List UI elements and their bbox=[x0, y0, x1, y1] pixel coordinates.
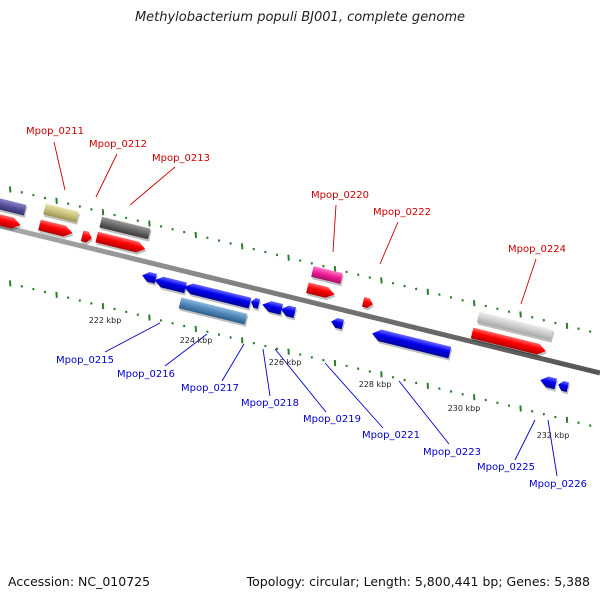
feature-mpop-0217-cds bbox=[183, 283, 253, 311]
feature-mpop-0211-upper bbox=[43, 203, 80, 225]
reverse-gene-label: Mpop_0215 bbox=[56, 355, 114, 366]
feature-mpop-0223-cds bbox=[372, 329, 453, 361]
scale-label: 228 kbp bbox=[359, 380, 392, 389]
forward-gene-label-leader bbox=[95, 153, 118, 198]
scale-label: 224 kbp bbox=[180, 336, 213, 345]
reverse-gene-label-leader bbox=[547, 419, 558, 477]
forward-gene-label: Mpop_0211 bbox=[26, 126, 84, 137]
reverse-gene-label: Mpop_0218 bbox=[241, 398, 299, 409]
forward-gene-label: Mpop_0222 bbox=[373, 207, 431, 218]
labels: Mpop_0211Mpop_0212Mpop_0213Mpop_0220Mpop… bbox=[26, 126, 587, 490]
reverse-gene-label: Mpop_0223 bbox=[423, 447, 481, 458]
feature-purple bbox=[0, 190, 28, 218]
forward-gene-label-leader bbox=[332, 204, 337, 253]
feature-mpop-0215-cds bbox=[142, 271, 158, 286]
feature-mpop-0211-cds bbox=[38, 219, 74, 239]
feature-mpop-0217-upper bbox=[178, 297, 249, 327]
features bbox=[0, 190, 571, 395]
feature-mpop-0216-cds bbox=[154, 276, 188, 296]
reverse-gene-label-leader bbox=[274, 348, 327, 413]
forward-gene-label-leader bbox=[129, 166, 176, 206]
reverse-gene-label-leader bbox=[398, 380, 450, 445]
feature-mpop-0220-upper bbox=[311, 266, 344, 287]
label-leaders bbox=[53, 141, 558, 477]
feature-mpop-0222-cds bbox=[361, 296, 374, 311]
forward-gene-label-leader bbox=[53, 141, 66, 191]
reverse-gene-label-leader bbox=[324, 362, 384, 429]
reverse-gene-label-leader bbox=[221, 343, 245, 382]
reverse-gene-label-leader bbox=[262, 348, 271, 397]
forward-gene-label: Mpop_0213 bbox=[152, 153, 210, 164]
feature-mpop-0221-cds bbox=[331, 318, 345, 332]
reverse-gene-label-leader bbox=[164, 333, 208, 367]
feature-mpop-0224-upper bbox=[476, 311, 555, 343]
genome-summary-text: Topology: circular; Length: 5,800,441 bp… bbox=[246, 574, 590, 589]
feature-mpop-0225-cds bbox=[540, 376, 559, 392]
feature-mpop-0220-cds bbox=[306, 282, 336, 301]
tick-marks bbox=[9, 186, 592, 427]
reverse-gene-label-leader bbox=[104, 322, 161, 353]
reverse-gene-label: Mpop_0221 bbox=[362, 430, 420, 441]
feature-left-red bbox=[0, 211, 22, 231]
forward-gene-label-leader bbox=[379, 221, 399, 265]
reverse-gene-label: Mpop_0219 bbox=[303, 414, 361, 425]
reverse-gene-label: Mpop_0217 bbox=[181, 383, 239, 394]
reverse-gene-label: Mpop_0216 bbox=[117, 369, 175, 380]
reverse-gene-label: Mpop_0225 bbox=[477, 462, 535, 473]
map-title: Methylobacterium populi BJ001, complete … bbox=[134, 10, 466, 25]
accession-text: Accession: NC_010725 bbox=[8, 574, 151, 589]
reverse-gene-label-leader bbox=[514, 419, 536, 461]
genome-backbone bbox=[0, 223, 600, 376]
forward-gene-label: Mpop_0224 bbox=[508, 244, 566, 255]
forward-gene-label: Mpop_0212 bbox=[89, 139, 147, 150]
forward-gene-label: Mpop_0220 bbox=[311, 190, 369, 201]
feature-mpop-0224-cds bbox=[470, 327, 547, 357]
feature-mpop-0218b-cds bbox=[262, 301, 285, 318]
feature-mpop-0213-upper bbox=[99, 216, 152, 242]
feature-mpop-0218-cds bbox=[251, 298, 262, 312]
scale-label: 232 kbp bbox=[537, 431, 570, 440]
scale-label: 226 kbp bbox=[269, 358, 302, 367]
scale-label: 222 kbp bbox=[89, 316, 122, 325]
feature-mpop-0219-cds bbox=[281, 305, 298, 321]
scale-label: 230 kbp bbox=[448, 404, 481, 413]
forward-gene-label-leader bbox=[520, 258, 537, 305]
reverse-gene-label: Mpop_0226 bbox=[529, 479, 587, 490]
feature-mpop-0226-cds bbox=[558, 381, 571, 395]
feature-mpop-0213-cds bbox=[95, 231, 147, 255]
backbone-line bbox=[0, 223, 600, 376]
feature-mpop-0212-cds bbox=[80, 230, 93, 245]
